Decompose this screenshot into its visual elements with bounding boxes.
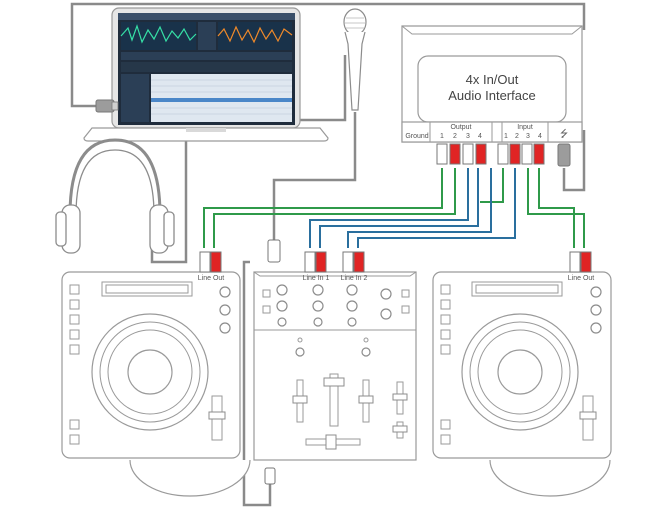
- browser-sidebar: [121, 74, 149, 122]
- input-port-3: 3: [526, 133, 530, 140]
- laptop-base: [83, 127, 329, 142]
- audio-interface: 4x In/Out Audio Interface Ground Output …: [401, 25, 583, 167]
- browser-rows: [151, 79, 292, 115]
- deck-b-wave: [217, 25, 293, 44]
- output-port-1: 1: [440, 133, 444, 140]
- ground-label: Ground: [405, 133, 428, 140]
- usb-symbol-icon: ⭍: [560, 128, 568, 140]
- mixer-knobs: [262, 284, 410, 357]
- dj-software-header: [118, 13, 295, 20]
- green-cables: [203, 168, 585, 248]
- input-port-2: 2: [515, 133, 519, 140]
- line-in-1-label: Line In 1: [303, 275, 330, 282]
- line-in-2-label: Line In 2: [341, 275, 368, 282]
- input-label: Input: [517, 124, 533, 131]
- blue-line-in-1: [309, 168, 469, 248]
- input-port-4: 4: [538, 133, 542, 140]
- left-cd-player: Line Out: [61, 251, 251, 497]
- mixer-rca-plugs: [304, 251, 365, 273]
- sampler-strip: [121, 52, 292, 60]
- headphones-icon: [55, 138, 175, 254]
- interface-title-line2: Audio Interface: [448, 88, 535, 103]
- green-in-1: [480, 168, 504, 203]
- green-right-out-1: [538, 168, 575, 248]
- usb-cable-interface: [562, 130, 586, 192]
- left-player-buttons: [69, 284, 231, 445]
- deck-b-waveform: [218, 22, 292, 50]
- blue-cables: [309, 168, 516, 248]
- right-player-buttons: [440, 284, 602, 445]
- blue-line-in-2: [347, 168, 492, 248]
- sampler-strip-2: [121, 62, 292, 72]
- input-port-1: 1: [504, 133, 508, 140]
- mixer-body: [253, 271, 417, 461]
- right-line-out-label: Line Out: [568, 275, 595, 282]
- usb-cable: [70, 2, 586, 108]
- right-cd-player: Line Out: [432, 251, 612, 497]
- output-port-3: 3: [466, 133, 470, 140]
- green-left-out-2: [213, 168, 456, 248]
- deck-a-wave: [120, 24, 197, 44]
- gray-cables: [70, 2, 586, 507]
- microphone-cable: [272, 112, 357, 240]
- dj-mixer: Line In 1 Line In 2: [253, 239, 417, 485]
- output-label: Output: [450, 124, 471, 131]
- interface-rca-plugs: [436, 143, 571, 167]
- blue-line-in-1b: [319, 168, 479, 248]
- mixer-faders: [292, 373, 408, 450]
- laptop-notch: [186, 128, 226, 132]
- headphone-cable: [150, 55, 347, 264]
- microphone-icon: [343, 8, 367, 111]
- usb-plug-tip: [111, 101, 119, 111]
- green-left-out-1: [203, 168, 443, 248]
- left-line-out-label: Line Out: [198, 275, 225, 282]
- interface-title-line1: 4x In/Out: [466, 72, 519, 87]
- green-right-out-2: [527, 168, 585, 248]
- laptop: [83, 7, 329, 142]
- mixer-bottom-cable: [242, 260, 272, 507]
- browser-selected-row: [151, 98, 292, 102]
- blue-line-in-2b: [357, 168, 516, 248]
- usb-plug-icon: [95, 99, 115, 113]
- deck-a-waveform: [121, 22, 196, 50]
- deck-mixer-center: [198, 22, 216, 50]
- output-port-2: 2: [453, 133, 457, 140]
- output-port-4: 4: [478, 133, 482, 140]
